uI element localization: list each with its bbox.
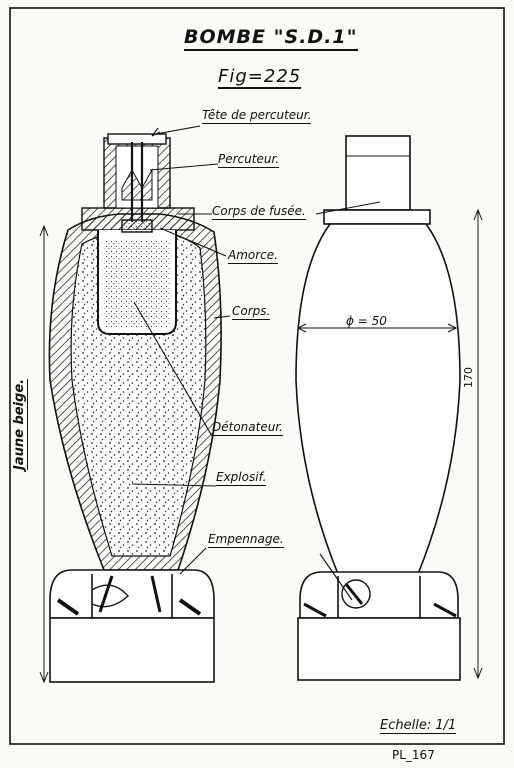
exterior-body <box>295 223 461 575</box>
section-view <box>39 133 222 684</box>
label-empennage: Empennage. <box>208 532 284 548</box>
drawing-title: BOMBE "S.D.1" <box>184 26 358 51</box>
label-detonateur: Détonateur. <box>212 420 283 436</box>
height-label: 170 <box>462 367 475 388</box>
label-amorce: Amorce. <box>228 248 278 264</box>
scale-label: Echelle: 1/1 <box>380 718 457 734</box>
label-corps: Corps. <box>232 304 271 320</box>
exterior-view <box>295 135 483 681</box>
striker-head <box>107 133 167 145</box>
label-explosif: Explosif. <box>216 470 267 486</box>
figure-number: Fig=225 <box>218 66 302 89</box>
color-note: Jaune beige. <box>12 378 28 470</box>
page-frame <box>9 7 505 745</box>
label-tete: Tête de percuteur. <box>202 108 312 124</box>
plate-number: PL_167 <box>392 748 435 762</box>
primer <box>121 219 153 233</box>
label-corps-fusee: Corps de fusée. <box>212 204 306 220</box>
leader-lines <box>131 125 381 601</box>
diameter-label: ϕ = 50 <box>346 314 387 328</box>
exterior-neck <box>345 135 411 211</box>
tail-fin <box>49 569 215 619</box>
label-percuteur: Percuteur. <box>218 152 280 168</box>
